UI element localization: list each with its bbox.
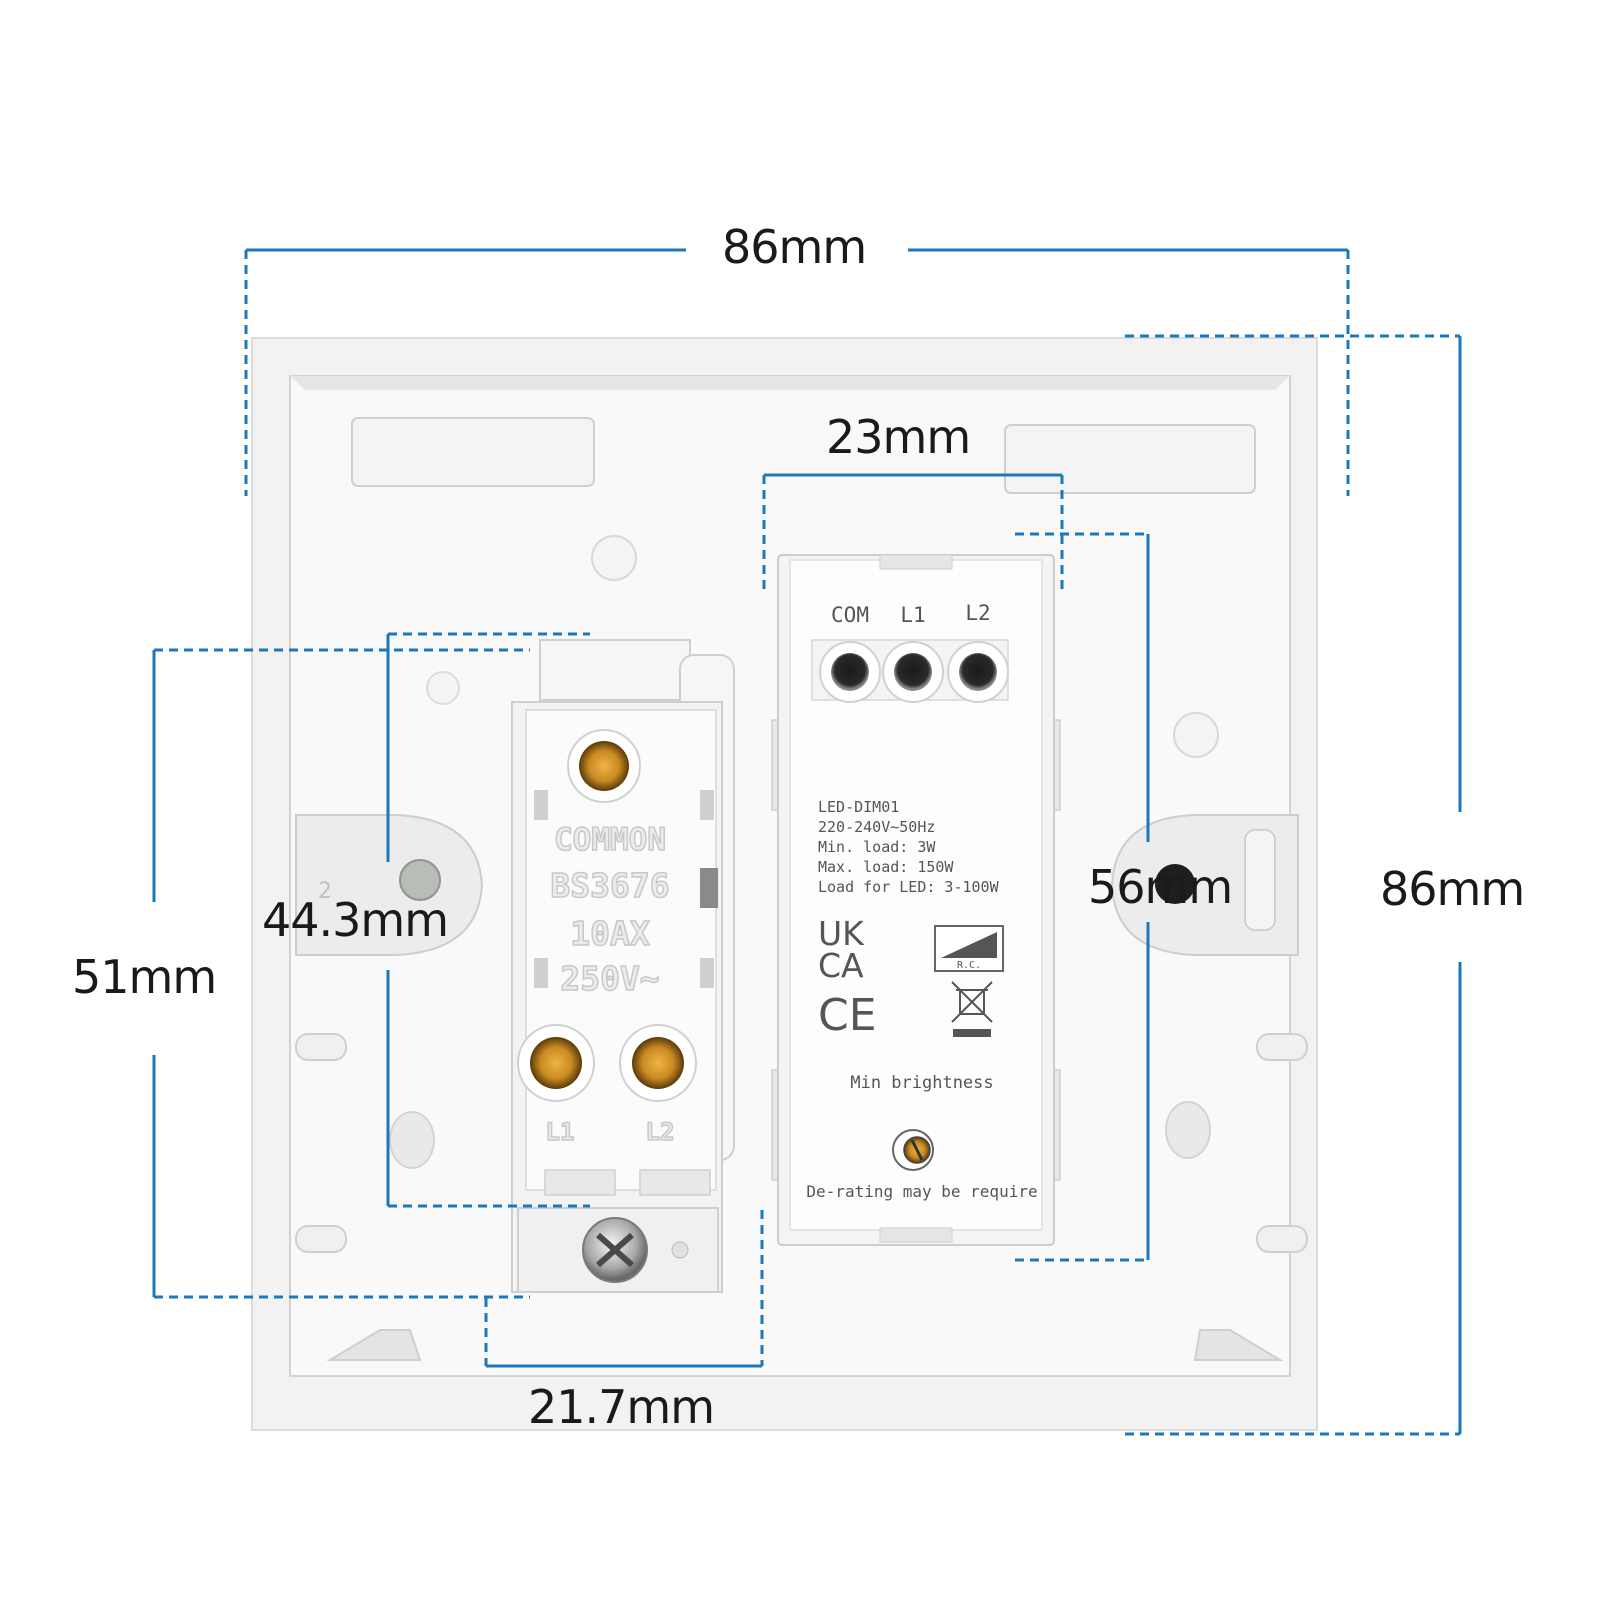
- bump-right: [1173, 712, 1219, 758]
- bump-top: [591, 535, 637, 581]
- ce-mark: CE: [818, 990, 877, 1041]
- foot-right: [1193, 1329, 1284, 1361]
- screw-hole-left: [399, 859, 441, 901]
- switch-terminal-label-l1: L1: [546, 1118, 575, 1146]
- dimmer-terminal-label-l2: L2: [965, 601, 990, 625]
- min-brightness-label: Min brightness: [850, 1073, 993, 1093]
- dimmer-terminal-label-com: COM: [831, 603, 869, 627]
- bump-lower-right: [1165, 1101, 1211, 1159]
- dimmer-width-label: 23mm: [826, 410, 971, 464]
- ukca-mark-top: UK: [818, 914, 865, 953]
- rc-symbol-text: R.C.: [957, 960, 981, 971]
- side-slot-right-1: [1256, 1033, 1308, 1061]
- bump-lower-left: [389, 1111, 435, 1169]
- dimension-lines: [152, 248, 1462, 1436]
- top-slot-right: [1004, 424, 1256, 494]
- dimmer-module: COM L1 L2 LED-DIM01 220-240V~50Hz Min. l…: [771, 554, 1061, 1246]
- right-lug-slot: [1244, 829, 1276, 931]
- bump-small-left: [426, 671, 460, 705]
- l1-terminal-screw: [530, 1037, 582, 1089]
- dimmer-spec-model: LED-DIM01: [818, 798, 899, 816]
- dimmer-height-label: 56mm: [1088, 860, 1233, 914]
- l2-terminal-screw: [632, 1037, 684, 1089]
- common-terminal-screw: [579, 741, 629, 791]
- switch-terminal-label-l2: L2: [646, 1118, 675, 1146]
- switch-marking-current: 10AX: [570, 914, 650, 953]
- screw-hole-right: [1155, 864, 1195, 904]
- switch-outer-height-label: 51mm: [72, 950, 217, 1004]
- dimmer-spec-min-load: Min. load: 3W: [818, 838, 936, 856]
- derating-note: De-rating may be require: [806, 1182, 1037, 1201]
- dimmer-spec-voltage: 220-240V~50Hz: [818, 818, 935, 836]
- foot-left: [326, 1329, 422, 1361]
- screw-lug-left: [295, 814, 484, 956]
- plate-height-label: 86mm: [1380, 862, 1525, 916]
- dimmer-spec-max-load: Max. load: 150W: [818, 858, 954, 876]
- side-slot-left-2: [295, 1225, 347, 1253]
- switch-width-label: 21.7mm: [528, 1380, 715, 1434]
- switch-height-label: 44.3mm: [262, 893, 449, 947]
- plate-inner-shadow: [290, 376, 1290, 390]
- side-slot-right-2: [1256, 1225, 1308, 1253]
- switch-module: COMMON BS3676 10AX 250V~ L1 L2: [511, 639, 735, 1293]
- switch-marking-common: COMMON: [554, 822, 666, 858]
- weee-bin-icon: [951, 981, 993, 1037]
- plate-width-label: 86mm: [722, 220, 867, 274]
- corner-mark-2: 2: [318, 879, 332, 904]
- side-slot-left-1: [295, 1033, 347, 1061]
- ukca-mark-bottom: CA: [818, 946, 864, 985]
- dimmer-spec-led-load: Load for LED: 3-100W: [818, 878, 1000, 896]
- switch-marking-voltage: 250V~: [560, 959, 659, 998]
- switch-marking-bs: BS3676: [550, 866, 669, 905]
- dimmer-terminal-label-l1: L1: [900, 603, 925, 627]
- top-slot-left: [351, 417, 595, 487]
